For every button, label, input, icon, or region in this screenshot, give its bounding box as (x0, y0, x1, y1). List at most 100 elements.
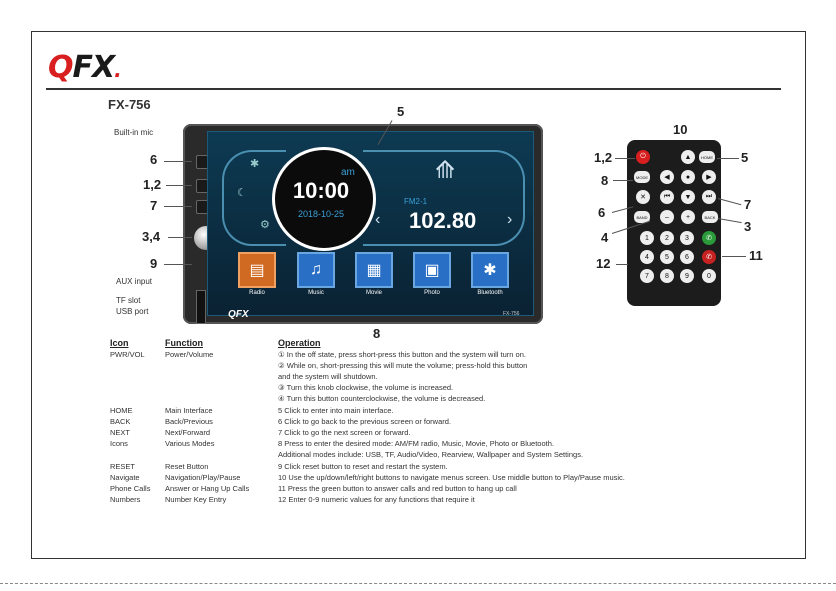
table-cell-icon: Icons (110, 439, 128, 448)
callout-7: 7 (150, 198, 158, 213)
model-title: FX-756 (108, 97, 151, 112)
callout-3-4: 3,4 (142, 229, 161, 244)
table-header-icon: Icon (110, 338, 129, 348)
radio-icon: ▤ (249, 262, 265, 279)
remote-callout-8: 8 (601, 173, 609, 188)
table-cell-function: Answer or Hang Up Calls (165, 484, 250, 493)
table-cell-operation: 11 Press the green button to answer call… (278, 484, 517, 493)
table-cell-operation: 5 Click to enter into main interface. (278, 406, 394, 415)
movie-icon: ▦ (366, 262, 382, 279)
callout-line (616, 264, 628, 265)
remote-key-3[interactable]: 3 (680, 231, 694, 245)
remote-mode-button[interactable]: MODE (634, 171, 650, 183)
remote-mute-button[interactable]: ✕ (636, 190, 650, 204)
table-cell-icon: RESET (110, 462, 136, 471)
photo-icon: ▣ (424, 262, 440, 279)
remote-key-0[interactable]: 0 (702, 269, 716, 283)
table-cell-function: Back/Previous (165, 417, 213, 426)
table-cell-operation: ① In the off state, press short-press th… (278, 350, 526, 359)
remote-callout-10: 10 (673, 122, 688, 137)
callout-5: 5 (397, 104, 405, 119)
remote-nav-right-button[interactable]: ▶ (702, 170, 716, 184)
remote-band-button[interactable]: BAND (634, 211, 650, 223)
mode-bluetooth-button[interactable]: ✱ (471, 252, 509, 288)
music-icon: ♫ (310, 261, 322, 278)
remote-next-button[interactable]: ⏭ (702, 190, 716, 204)
remote-answer-call-button[interactable]: ✆ (702, 231, 716, 245)
radio-band: FM2-1 (404, 197, 428, 206)
remote-nav-up-button[interactable]: ▲ (681, 150, 695, 164)
label-built-in-mic: Built-in mic (114, 128, 154, 137)
callout-6: 6 (150, 152, 158, 167)
remote-key-9[interactable]: 9 (680, 269, 694, 283)
mode-photo-label: Photo (424, 290, 440, 296)
remote-key-5[interactable]: 5 (660, 250, 674, 264)
prev-station-icon[interactable]: ‹ (375, 211, 381, 228)
table-cell-icon: HOME (110, 406, 133, 415)
remote-vol-up-button[interactable]: + (681, 210, 695, 224)
remote-callout-1-2: 1,2 (594, 150, 613, 165)
callout-line (164, 206, 192, 207)
table-cell-icon: Numbers (110, 495, 141, 504)
remote-key-8[interactable]: 8 (660, 269, 674, 283)
mode-movie-label: Movie (365, 290, 382, 296)
left-panel (222, 150, 286, 246)
remote-callout-6: 6 (598, 205, 606, 220)
mode-photo-button[interactable]: ▣ (413, 252, 451, 288)
right-panel (363, 150, 525, 246)
remote-key-4[interactable]: 4 (640, 250, 654, 264)
table-header-operation: Operation (278, 338, 321, 348)
table-cell-function: Various Modes (165, 439, 215, 448)
table-cell-function: Power/Volume (165, 350, 214, 359)
remote-callout-11: 11 (749, 248, 763, 263)
remote-nav-left-button[interactable]: ◀ (660, 170, 674, 184)
moon-icon[interactable]: ☾ (237, 187, 247, 199)
remote-power-button[interactable]: ⏻ (636, 150, 650, 164)
clock-time: 10:00 (292, 178, 350, 203)
clock-circle (272, 147, 376, 251)
remote-home-button[interactable]: HOME (699, 151, 715, 163)
callout-line (164, 264, 192, 265)
remote-nav-down-button[interactable]: ▼ (681, 190, 695, 204)
label-aux-input: AUX input (116, 277, 153, 286)
remote-back-button[interactable]: BACK (702, 211, 718, 223)
mode-bluetooth-label: Bluetooth (477, 290, 503, 296)
remote-nav-ok-button[interactable]: ● (681, 170, 695, 184)
bluetooth-icon: ✱ (483, 262, 497, 279)
settings-icon[interactable]: ⚙ (260, 219, 270, 231)
table-cell-operation: 12 Enter 0-9 numeric values for any func… (278, 495, 475, 504)
page-frame (31, 31, 806, 559)
table-cell-operation: ③ Turn this knob clockwise, the volume i… (278, 383, 454, 392)
bluetooth-status-icon: ✱ (250, 158, 260, 170)
table-cell-operation: and the system will shutdown. (278, 372, 378, 381)
callout-line (722, 256, 746, 257)
table-cell-operation: ② While on, short-pressing this will mut… (278, 361, 528, 370)
remote-callout-3: 3 (744, 219, 752, 234)
table-cell-operation: 6 Click to go back to the previous scree… (278, 417, 451, 426)
remote-hang-up-button[interactable]: ✆ (702, 250, 716, 264)
mode-radio-button[interactable]: ▤ (238, 252, 276, 288)
remote-key-1[interactable]: 1 (640, 231, 654, 245)
remote-key-7[interactable]: 7 (640, 269, 654, 283)
clock-ampm: am (341, 167, 355, 178)
remote-key-6[interactable]: 6 (680, 250, 694, 264)
unit-logo: QFX (228, 309, 249, 320)
remote-key-2[interactable]: 2 (660, 231, 674, 245)
table-cell-function: Main Interface (165, 406, 213, 415)
table-cell-function: Navigation/Play/Pause (165, 473, 241, 482)
mode-music-button[interactable]: ♫ (297, 252, 335, 288)
label-tf-slot: TF slot (116, 296, 141, 305)
callout-line (168, 237, 192, 238)
remote-vol-down-button[interactable]: – (660, 210, 674, 224)
remote-prev-button[interactable]: ⏮ (660, 190, 674, 204)
callout-8: 8 (373, 326, 381, 341)
brand-logo: QFX. (48, 50, 122, 85)
callout-9: 9 (150, 256, 158, 271)
remote-callout-5: 5 (741, 150, 749, 165)
mode-radio-label: Radio (249, 290, 265, 296)
next-station-icon[interactable]: › (507, 211, 513, 228)
callout-1-2: 1,2 (143, 177, 162, 192)
radio-frequency: 102.80 (409, 208, 477, 233)
mode-movie-button[interactable]: ▦ (355, 252, 393, 288)
table-cell-operation: ④ Turn this button counterclockwise, the… (278, 394, 486, 403)
